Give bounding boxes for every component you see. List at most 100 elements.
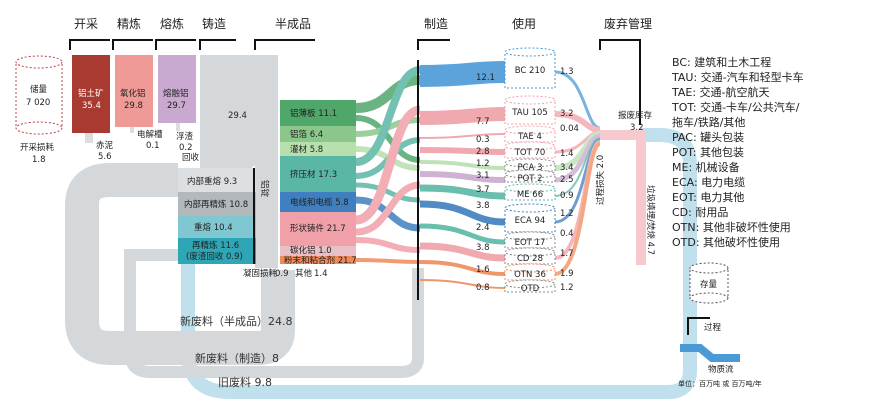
use-label: EOT 17 [515,238,546,248]
key-stock: 存量 [700,279,718,290]
scrap-return-flows [65,128,697,399]
landfill-label: 垃圾填埋/焚烧 4.7 [645,185,656,255]
header-semis: 半成品 [275,17,311,31]
use-label: CD 28 [517,254,543,264]
scrap-stock-value: 3.2 [630,123,644,133]
remelt-box-2 [178,192,256,216]
remelt-label-3: 重熔 10.4 [194,222,233,233]
semi-foil [280,126,356,142]
mfg-value: 1.6 [476,265,490,275]
legend-item: ECA: 电力电缆 [672,176,745,189]
primary-flow [72,55,278,268]
alumina-bar [115,55,153,127]
key: 存量 过程 物质流 单位：百万吨 或 百万吨/年 [678,262,762,388]
semi-label: 碳化铝 1.0 [290,245,332,256]
use-outflow-value: 1.2 [560,283,574,293]
legend-item: TOT: 交通-卡车/公共汽车/ [671,100,800,114]
remelt-labels: 内部重熔 9.3 内部再精炼 10.8 重熔 10.4 再精炼 11.6 (废渣… [184,176,328,279]
legend-item: 拖车/铁路/其他 [672,115,745,129]
remelt-label-2: 内部再精炼 10.8 [184,199,248,210]
use-outflow-value: 1.9 [560,269,574,279]
mfg-value: 3.8 [476,243,490,253]
use-stock-top [504,125,556,135]
molten-label: 熔融铝 [163,88,189,99]
mfg-value: 3.7 [476,185,490,195]
casting-loss-value: 0.9 [275,269,289,279]
mfg-value: 1.2 [476,159,490,169]
use-stock-top [504,158,556,168]
casting-flow-shape [200,55,255,180]
use-outflow-value: 1.3 [560,67,574,77]
mfg-value: 7.7 [476,117,490,127]
use-stock-top [504,95,556,105]
legend-item: EOT: 电力其他 [672,191,744,204]
legend-item: TAE: 交通-航空航天 [671,85,770,99]
semi-sheet [280,100,356,126]
use-label: TAE 4 [517,132,542,142]
use-stock-top [504,169,556,179]
remelt-box-1 [178,168,256,192]
remelt-box-4 [178,238,256,264]
semis-to-mfg-flows [355,66,422,264]
key-process: 过程 [704,322,722,333]
alumina-label: 氧化铝 [120,88,146,99]
red-mud-outflow [85,133,93,143]
cell-value: 0.1 [146,141,160,151]
use-label: PCA 3 [518,163,543,173]
header-manufacturing: 制造 [424,17,448,31]
mfg-value: 3.8 [476,201,490,211]
reserve-stock [15,55,63,135]
semi-extrusion [280,156,356,192]
semi-powder [280,256,356,264]
semi-label: 灌材 5.8 [290,144,323,155]
semi-wire [280,192,356,212]
mfg-value: 3.1 [476,171,490,181]
use-stock-top [504,231,556,241]
old-scrap-label: 旧废料 9.8 [218,375,272,389]
header-mining: 开采 [74,17,98,31]
remelt-sub-4: (废渣回收 0.9) [186,251,243,262]
semi-label: 粉末和粘合剂 21.7 [284,255,357,266]
molten-value: 29.7 [167,101,186,111]
use-stock-top [504,279,556,289]
primary-labels: 储量 7 020 开采损耗 1.8 铝土矿 35.4 氧化铝 29.8 熔融铝 … [20,84,270,198]
cell-label: 电解槽 [137,129,163,140]
mining-loss-value: 1.8 [32,155,46,165]
scrap-labels: 新废料（半成品）24.8 新废料（制造）8 旧废料 9.8 [180,314,293,389]
header-use: 使用 [512,16,536,31]
mfg-to-use-flows [419,61,506,289]
header-waste: 废弃管理 [604,16,652,31]
mining-loss-label: 开采损耗 [20,142,55,153]
legend-item: OTN: 其他非破坏性使用 [672,220,791,234]
use-to-waste-flows [554,70,602,276]
use-stock-top [504,203,556,213]
header-casting: 铸造 [202,16,226,31]
use-label: ME 66 [517,190,543,200]
use-outflow-value: 0.4 [560,229,574,239]
key-units: 单位：百万吨 或 百万吨/年 [678,379,762,388]
header-refining: 精炼 [117,16,141,31]
use-outflow-value: 2.5 [560,175,574,185]
use-stock-top [504,183,556,193]
use-label: ECA 94 [515,216,546,226]
casting-loss-label: 凝固损耗 [243,268,278,279]
semi-label: 铝箔 6.4 [290,129,323,140]
dross-label: 浮渣 [176,131,194,142]
mfg-value: 12.1 [476,73,495,83]
use-label: OTD [521,284,540,294]
remelt-block [178,168,256,264]
scrap-stock-label: 报废库存 [618,110,653,121]
mfg-value: 0.8 [476,283,490,293]
use-outflow-value: 0.9 [560,191,574,201]
semi-casting [280,212,356,246]
use-label: OTN 36 [514,270,546,280]
use-outflow-value: 3.4 [560,163,574,173]
legend-item: CD: 耐用品 [672,206,728,219]
semi-label: 挤压材 17.3 [290,169,337,180]
mfg-value: 2.8 [476,147,490,157]
use-outflow-value: 1.2 [560,209,574,219]
bauxite-label: 铝土矿 [78,88,104,99]
